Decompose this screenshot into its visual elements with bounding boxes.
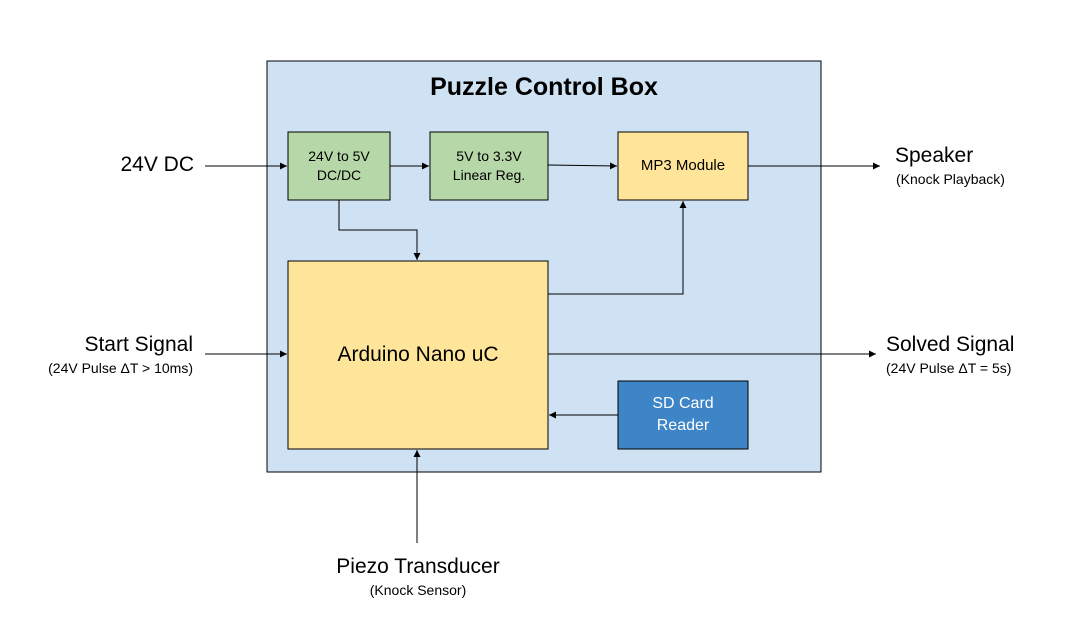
dcdc-converter-line-2: DC/DC [316,167,362,183]
mp3-module-block [617,131,749,201]
solved-signal-label: Solved Signal [886,333,1015,356]
linear-regulator-label: 5V to 3.3V Linear Reg. [430,132,548,200]
mp3-module-text: MP3 Module [640,156,726,174]
sd-card-reader-label: SD Card Reader [618,381,748,449]
arduino-to-mp3-arrow [548,201,687,295]
dcdc-converter-block [287,131,391,201]
power-input-label: 24V DC [120,153,194,176]
solved-signal-sublabel: (24V Pulse ΔT = 5s) [886,360,1012,376]
dcdc-to-arduino-arrow [338,200,421,260]
arduino-nano-block [287,260,549,450]
arduino-nano-label: Arduino Nano uC [288,261,548,449]
arduino-nano-text: Arduino Nano uC [337,342,499,366]
speaker-label: Speaker [895,144,974,167]
linear-regulator-line-1: 5V to 3.3V [456,148,522,165]
sd-card-reader-line-2: Reader [656,417,710,434]
start-signal-sublabel: (24V Pulse ΔT > 10ms) [48,360,193,376]
linear-regulator-line-2: Linear Reg. [452,167,526,183]
sd-card-reader-line-1: SD Card [652,395,714,413]
mp3-module-label: MP3 Module [618,132,748,200]
dcdc-converter-line-1: 24V to 5V [308,148,370,165]
diagram-title: Puzzle Control Box [430,73,658,101]
start-signal-label: Start Signal [84,333,193,356]
speaker-sublabel: (Knock Playback) [896,171,1005,187]
linear-to-mp3-arrow [547,162,618,170]
linear-regulator-block [429,131,549,201]
piezo-transducer-sublabel: (Knock Sensor) [369,582,467,598]
sd-card-reader-block [617,380,749,450]
dcdc-converter-label: 24V to 5V DC/DC [288,132,390,200]
piezo-transducer-label: Piezo Transducer [336,555,500,578]
